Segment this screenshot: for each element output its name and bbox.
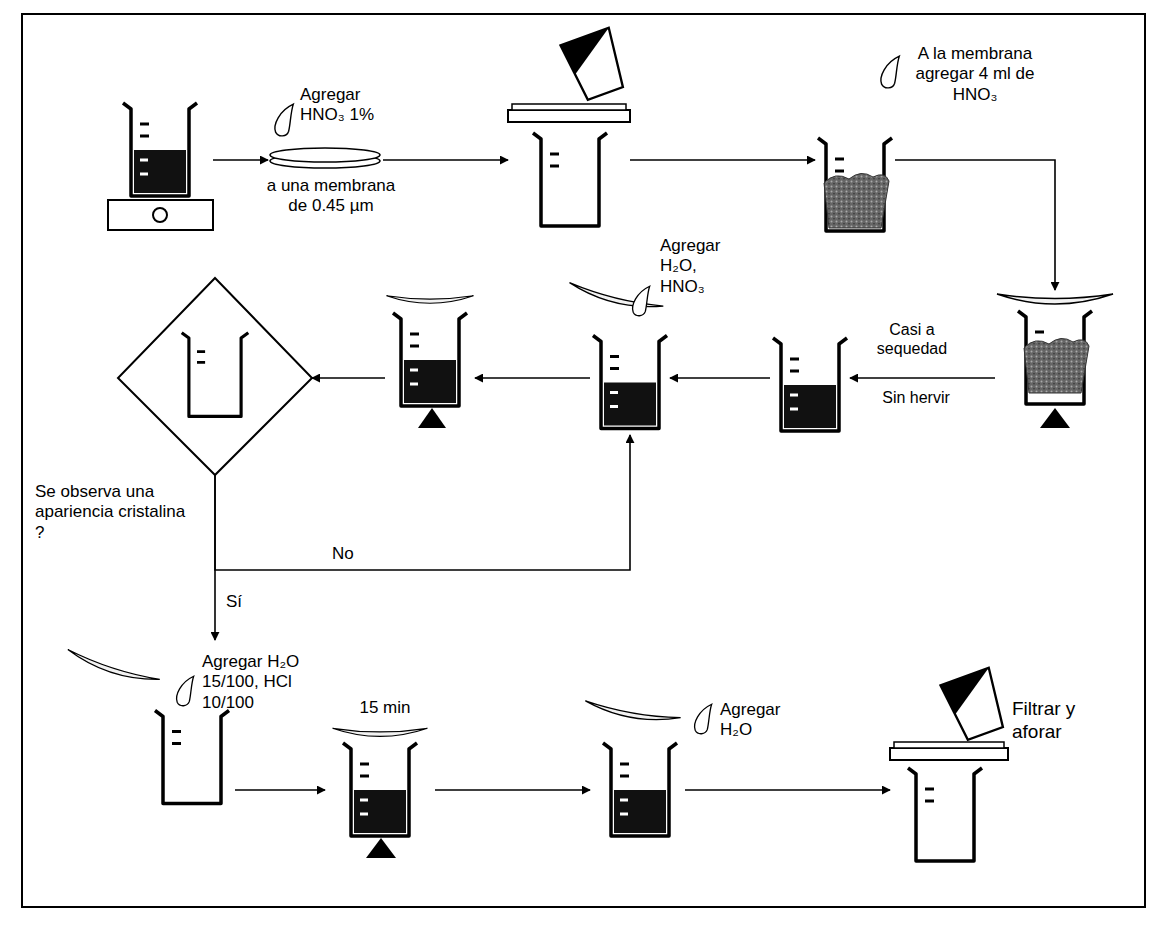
add-beaker: [584, 701, 712, 836]
illustration-part: [941, 668, 1010, 743]
illustration-part: [997, 294, 1113, 304]
illustration-part: [177, 676, 194, 705]
illustration-part: [387, 296, 474, 304]
illustration-part: [533, 133, 607, 226]
slurry-beaker: [818, 56, 899, 231]
illustration-part: [366, 838, 396, 858]
illustration-part: [894, 742, 1004, 748]
illustration-part: [123, 103, 197, 196]
step-text: A la membrana agregar 4 ml de HNO₃: [905, 44, 1045, 105]
membrane-step: Agregar HNO₃ 1%a una membrana de 0.45 µm: [268, 145, 383, 170]
heated-beaker: [333, 728, 428, 858]
illustration-part: [614, 790, 666, 833]
filter-step: Filtrar y aforar: [890, 742, 1008, 865]
illustration-part: [1024, 338, 1089, 393]
flow-arrow: [630, 159, 815, 161]
illustration-part: [818, 138, 892, 231]
heat-step: [385, 292, 475, 428]
filter-beaker: [890, 668, 1009, 861]
step-text: 15 min: [345, 698, 425, 718]
heat-step: 15 min: [325, 725, 435, 858]
flow-arrow: [214, 475, 216, 640]
illustration-part: [108, 200, 213, 230]
illustration-part: [695, 704, 712, 733]
step-text: Agregar HNO₃ 1%: [300, 85, 388, 126]
edge-label: Casi a sequedad: [868, 320, 956, 358]
add-beaker: [567, 283, 667, 429]
step-text: Se observa una apariencia cristalina ?: [35, 482, 195, 543]
note-label: Sin hervir: [872, 388, 960, 407]
water-step: Agregar H₂O: [590, 740, 685, 840]
beaker: [773, 338, 847, 431]
illustration-part: [881, 56, 899, 88]
step-text: Filtrar y aforar: [1012, 698, 1102, 744]
illustration-part: [418, 408, 446, 428]
illustration-part: [118, 278, 312, 475]
illustration-part: [890, 748, 1008, 760]
add-step: Agregar H₂O, HNO₃: [590, 330, 670, 435]
flow-arrow: [850, 377, 995, 379]
flow-arrow: [670, 377, 770, 379]
edge-label: No: [330, 544, 374, 564]
digest-step: [995, 290, 1115, 430]
illustration-part: [354, 790, 406, 833]
flow-arrow: [475, 377, 590, 379]
heated-slurry-beaker: [997, 294, 1113, 428]
illustration-part: [22, 14, 1145, 907]
flow-arrow: [215, 435, 630, 570]
illustration-part: [333, 728, 428, 736]
illustration-part: [508, 110, 630, 122]
illustration-part: [404, 360, 456, 403]
decision-diamond: [118, 278, 312, 475]
flow-arrow: [685, 789, 890, 791]
illustration-part: [604, 383, 656, 426]
illustration-part: [182, 333, 249, 417]
illustration-part: [824, 173, 889, 228]
illustration-part: [603, 743, 677, 836]
filter-step: [508, 104, 630, 232]
acid-step: A la membrana agregar 4 ml de HNO₃: [815, 135, 895, 235]
illustration-part: [1040, 408, 1070, 428]
acid-add-step: Agregar H₂O 15/100, HCl 10/100: [150, 640, 235, 810]
illustration-part: [393, 313, 467, 406]
illustration-part: [153, 208, 167, 222]
illustration-part: [784, 385, 836, 428]
hotplate-step: [108, 100, 213, 230]
flow-arrow: [235, 789, 325, 791]
step-text: a una membrana de 0.45 µm: [266, 176, 396, 217]
step-text: Agregar H₂O 15/100, HCl 10/100: [202, 652, 310, 713]
illustration-part: [155, 711, 229, 804]
illustration-part: [908, 768, 982, 861]
edge-label: Sí: [224, 592, 258, 612]
heated-beaker: [387, 296, 474, 428]
flow-arrow: [383, 159, 508, 161]
flow-arrow: [312, 377, 385, 379]
illustration-part: [584, 701, 681, 726]
evaporate-step: [770, 335, 850, 435]
illustration-part: [633, 286, 650, 315]
hotplate-beaker: [108, 103, 213, 230]
illustration-part: [512, 104, 626, 110]
illustration-part: [65, 650, 160, 688]
illustration-part: [561, 28, 630, 103]
illustration-part: [270, 148, 380, 162]
illustration-part: [593, 336, 667, 429]
illustration-part: [134, 150, 186, 193]
step-text: Agregar H₂O: [720, 700, 792, 741]
illustration-part: [343, 743, 417, 836]
flow-arrow: [435, 789, 590, 791]
filter-beaker: [508, 28, 630, 226]
step-text: Agregar H₂O, HNO₃: [660, 236, 732, 297]
illustration-part: [1018, 311, 1092, 404]
illustration-part: [773, 338, 847, 431]
flow-arrow: [895, 160, 1055, 290]
decision-diamond: Se observa una apariencia cristalina ?: [118, 278, 312, 475]
illustration-part: [275, 104, 293, 136]
flow-arrow: [213, 159, 268, 161]
